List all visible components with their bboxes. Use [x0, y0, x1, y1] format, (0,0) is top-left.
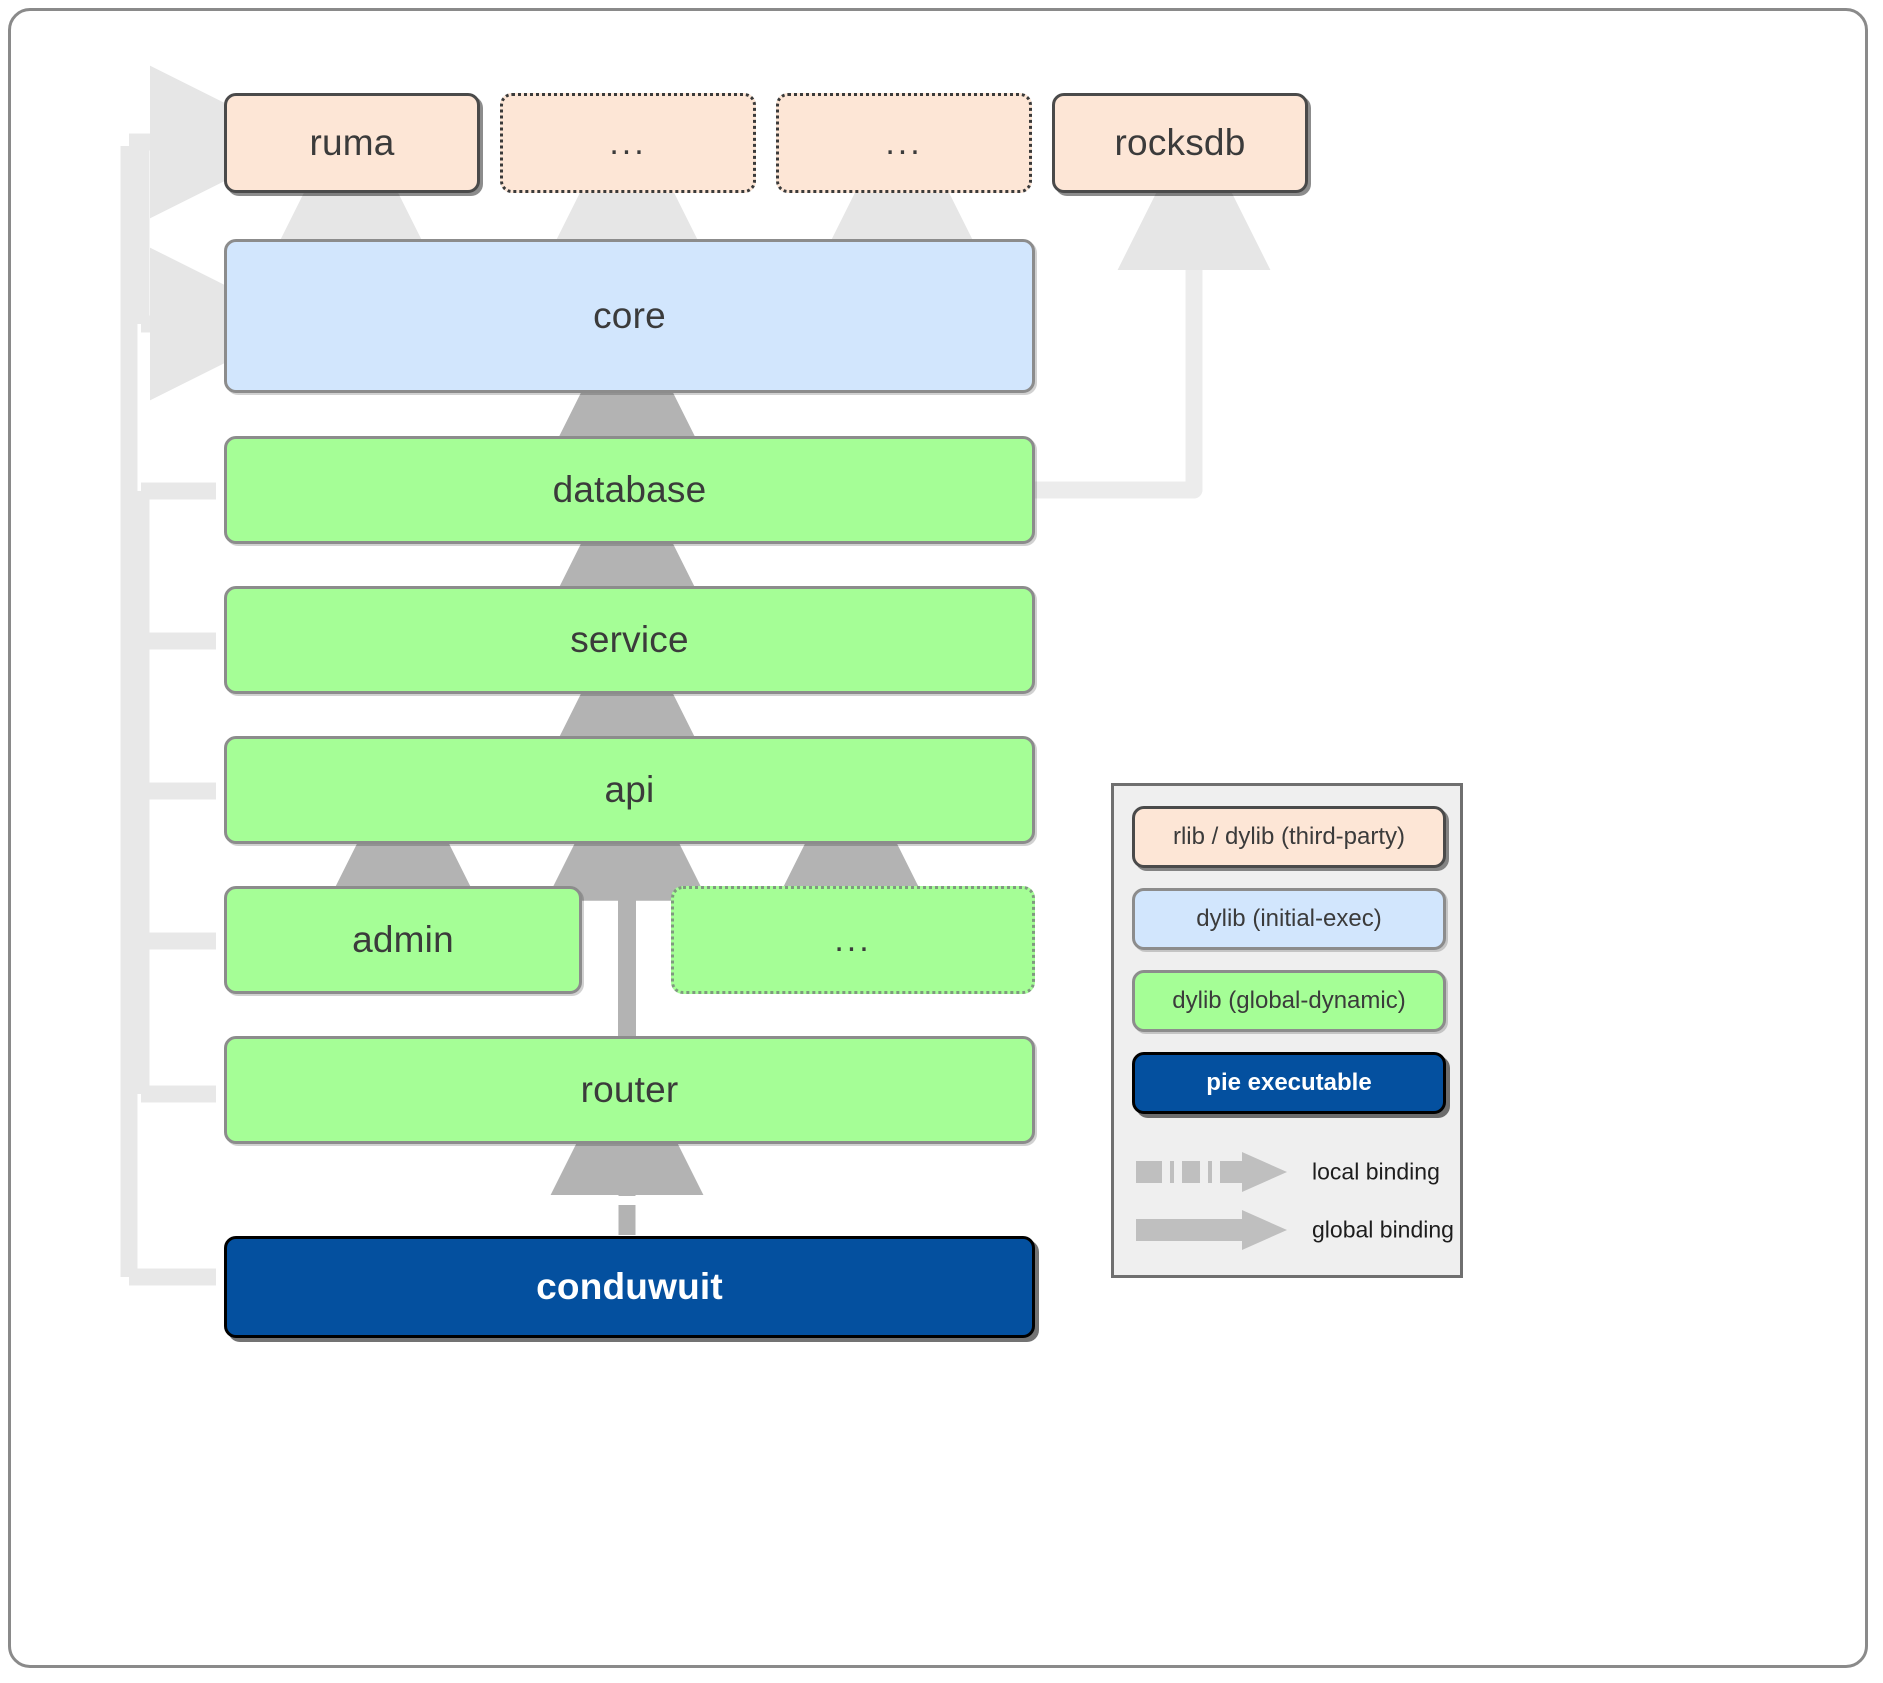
legend-label: global binding [1312, 1216, 1454, 1243]
legend-label: pie executable [1206, 1069, 1372, 1096]
legend-label: rlib / dylib (third-party) [1172, 823, 1406, 850]
local-binding-arrow-icon [1136, 1152, 1287, 1192]
legend-row-global-binding: global binding [1132, 1204, 1454, 1256]
node-label: admin [352, 919, 454, 960]
global-binding-arrow-icon [1136, 1210, 1287, 1250]
node-label: ruma [309, 122, 395, 163]
node-label: ... [885, 123, 923, 162]
node-label: conduwuit [536, 1266, 723, 1307]
diagram-canvas: ruma ... ... rocksdb core database servi… [8, 8, 1868, 1668]
legend-swatch-third-party: rlib / dylib (third-party) [1132, 806, 1446, 868]
node-ellipsis-3[interactable]: ... [671, 886, 1035, 994]
node-conduwuit[interactable]: conduwuit [224, 1236, 1035, 1338]
node-ellipsis-1[interactable]: ... [500, 93, 756, 193]
left-bus-rail [120, 146, 216, 1286]
node-label: service [570, 619, 689, 660]
legend-swatch-global-dynamic: dylib (global-dynamic) [1132, 970, 1446, 1032]
node-label: database [552, 469, 707, 510]
node-label: ... [834, 920, 872, 959]
legend-label: local binding [1312, 1158, 1440, 1185]
legend-label: dylib (initial-exec) [1196, 905, 1382, 932]
legend-row-local-binding: local binding [1132, 1146, 1448, 1198]
node-label: rocksdb [1114, 122, 1246, 163]
legend-panel: rlib / dylib (third-party) dylib (initia… [1111, 783, 1463, 1278]
legend-swatch-pie-executable: pie executable [1132, 1052, 1446, 1114]
database-to-rocksdb [1035, 117, 1271, 499]
node-admin[interactable]: admin [224, 886, 582, 994]
node-ruma[interactable]: ruma [224, 93, 480, 193]
node-label: ... [609, 123, 647, 162]
legend-swatch-initial-exec: dylib (initial-exec) [1132, 888, 1446, 950]
legend-label: dylib (global-dynamic) [1172, 987, 1406, 1014]
node-database[interactable]: database [224, 436, 1035, 544]
node-api[interactable]: api [224, 736, 1035, 844]
node-rocksdb[interactable]: rocksdb [1052, 93, 1308, 193]
node-core[interactable]: core [224, 239, 1035, 393]
node-service[interactable]: service [224, 586, 1035, 694]
node-label: api [604, 769, 655, 810]
node-router[interactable]: router [224, 1036, 1035, 1144]
node-label: core [593, 295, 666, 336]
connector-layer [120, 65, 1271, 1286]
node-label: router [580, 1069, 679, 1110]
node-ellipsis-2[interactable]: ... [776, 93, 1032, 193]
